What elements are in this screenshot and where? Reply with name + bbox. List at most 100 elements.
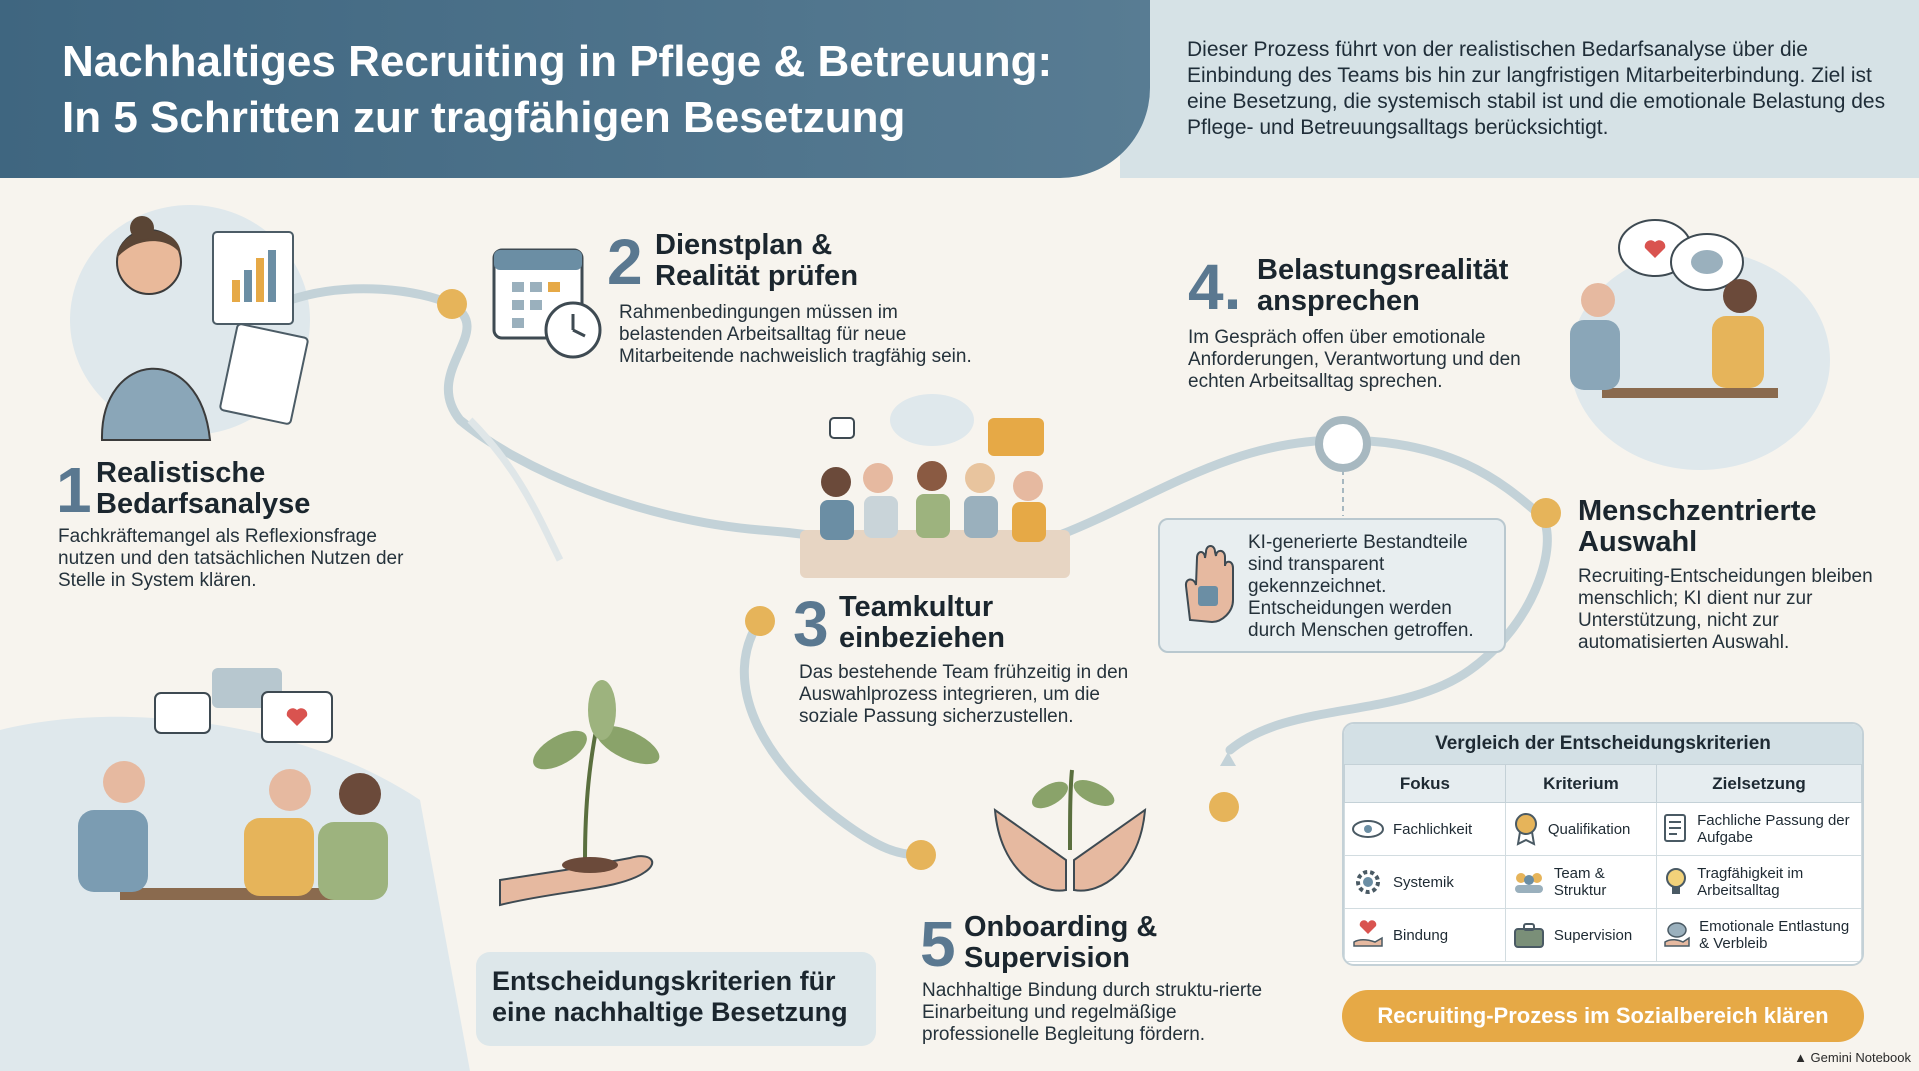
step-2-title: Dienstplan & Realität prüfen bbox=[655, 230, 858, 292]
node-dot-3 bbox=[745, 606, 775, 636]
document-icon bbox=[1664, 814, 1687, 842]
page-title: Nachhaltiges Recruiting in Pflege & Betr… bbox=[62, 34, 1122, 146]
step-2-description: Rahmenbedingungen müssen im belastenden … bbox=[619, 302, 972, 367]
step-4-title: Belastungsrealität ansprechen bbox=[1257, 255, 1508, 317]
step-4-title-line-2: ansprechen bbox=[1257, 285, 1420, 317]
criteria-grid: Fokus Kriterium Zielsetzung Fachlichkeit… bbox=[1344, 764, 1862, 962]
ai-note-text: KI-generierte Bestandteile sind transpar… bbox=[1248, 532, 1474, 641]
criteria-heading: Vergleich der Entscheidungskriterien bbox=[1344, 724, 1862, 764]
kriterium-value: Qualifikation bbox=[1547, 820, 1631, 838]
human-choice-title-line-1: Menschzentrierte bbox=[1578, 495, 1817, 527]
calendar-illustration bbox=[492, 248, 602, 359]
step-4-title-line-1: Belastungsrealität bbox=[1257, 254, 1509, 286]
brand-text: Gemini Notebook bbox=[1810, 1050, 1911, 1065]
brand-watermark: ▲ Gemini Notebook bbox=[1794, 1050, 1911, 1065]
title-line-1: Nachhaltiges Recruiting in Pflege & Betr… bbox=[62, 37, 1053, 86]
fokus-value: Bindung bbox=[1393, 926, 1449, 944]
table-cell: Tragfähigkeit im Arbeitsalltag bbox=[1656, 855, 1862, 909]
node-dot-criteria bbox=[1209, 792, 1239, 822]
step-3-description: Das bestehende Team frühzeitig in den Au… bbox=[799, 662, 1129, 727]
step-1-title-line-1: Realistische bbox=[96, 457, 266, 489]
step-1-title-line-2: Bedarfsanalyse bbox=[96, 488, 311, 520]
header-banner bbox=[0, 0, 1150, 178]
human-choice-description: Recruiting-Entscheidungen bleiben mensch… bbox=[1578, 566, 1873, 653]
ziel-value: Fachliche Passung der Aufgabe bbox=[1697, 812, 1850, 846]
ziel-value: Emotionale Entlastung & Verbleib bbox=[1699, 918, 1850, 952]
criteria-label-text: Entscheidungskriterien für eine nachhalt… bbox=[492, 966, 848, 1027]
ziel-value: Tragfähigkeit im Arbeitsalltag bbox=[1697, 865, 1804, 899]
step-3-title: Teamkultur einbeziehen bbox=[839, 592, 1005, 654]
table-cell: Fachliche Passung der Aufgabe bbox=[1656, 802, 1862, 856]
step-5-title: Onboarding & Supervision bbox=[964, 912, 1157, 974]
criteria-header-row: Fokus Kriterium Zielsetzung bbox=[1344, 764, 1862, 803]
col-header-zielsetzung: Zielsetzung bbox=[1656, 764, 1862, 803]
team-icon bbox=[1514, 873, 1543, 893]
col-header-kriterium: Kriterium bbox=[1504, 764, 1658, 803]
step-1-number: 1 bbox=[56, 454, 92, 526]
step-5-title-line-2: Supervision bbox=[964, 942, 1130, 974]
step-3-title-line-2: einbeziehen bbox=[839, 622, 1005, 654]
path-arrowhead bbox=[1220, 752, 1236, 766]
step-5-number: 5 bbox=[920, 908, 956, 980]
criteria-comparison-table: Vergleich der Entscheidungskriterien Fok… bbox=[1342, 722, 1864, 966]
title-line-2: In 5 Schritten zur tragfähigen Besetzung bbox=[62, 93, 906, 142]
step-1-title: Realistische Bedarfsanalyse bbox=[96, 458, 310, 520]
lightbulb-icon bbox=[1666, 868, 1687, 894]
node-dot-2 bbox=[437, 289, 467, 319]
plant-hand-illustration bbox=[499, 680, 660, 907]
seedling-hands-illustration bbox=[993, 769, 1147, 892]
recruiting-process-button[interactable]: Recruiting-Prozess im Sozialbereich klär… bbox=[1342, 990, 1864, 1042]
fokus-value: Systemik bbox=[1393, 873, 1454, 891]
bg-blob-2 bbox=[1570, 250, 1830, 470]
team-meeting-illustration bbox=[800, 394, 1070, 578]
node-ring-4 bbox=[1315, 416, 1371, 472]
table-cell: Bindung bbox=[1344, 908, 1506, 962]
step-3-title-line-1: Teamkultur bbox=[839, 591, 994, 623]
step-1-description: Fachkräftemangel als Reflexionsfrage nut… bbox=[58, 526, 404, 591]
header-right-panel bbox=[1120, 0, 1919, 178]
table-row: Systemik Team & Struktur Tragfähigkeit i… bbox=[1344, 855, 1862, 909]
table-cell: Systemik bbox=[1344, 855, 1506, 909]
table-row: Bindung Supervision Emotionale Entlastun… bbox=[1344, 908, 1862, 962]
node-dot-choice bbox=[1531, 498, 1561, 528]
path-segment-3 bbox=[739, 615, 925, 860]
fokus-value: Fachlichkeit bbox=[1393, 820, 1473, 838]
table-cell: Emotionale Entlastung & Verbleib bbox=[1656, 908, 1862, 962]
analyst-illustration bbox=[100, 216, 309, 441]
step-5-title-line-1: Onboarding & bbox=[964, 911, 1158, 943]
group-conversation-illustration bbox=[78, 668, 388, 900]
hand-chip-icon bbox=[1184, 545, 1234, 624]
kriterium-value: Team & Struktur bbox=[1553, 865, 1607, 899]
human-choice-title-line-2: Auswahl bbox=[1578, 526, 1698, 558]
briefcase-icon bbox=[1513, 923, 1544, 948]
step-5-description: Nachhaltige Bindung durch struktu-rierte… bbox=[922, 980, 1263, 1045]
step-1: 1 Realistische Bedarfsanalyse Fachkräfte… bbox=[56, 458, 416, 598]
eye-icon bbox=[1352, 820, 1384, 838]
intro-text: Dieser Prozess führt von der realistisch… bbox=[1187, 38, 1886, 139]
criteria-label-box: Entscheidungskriterien für eine nachhalt… bbox=[476, 952, 876, 1046]
step-2: 2 Dienstplan & Realität prüfen Rahmenbed… bbox=[607, 230, 1007, 380]
conversation-illustration bbox=[1570, 219, 1778, 398]
step-4-description: Im Gespräch offen über emotionale Anford… bbox=[1188, 327, 1521, 392]
brain-hand-icon bbox=[1664, 922, 1690, 947]
human-choice-block: Menschzentrierte Auswahl Recruiting-Ents… bbox=[1578, 496, 1898, 666]
node-dot-5 bbox=[906, 840, 936, 870]
table-row: Fachlichkeit Qualifikation Fachliche Pas… bbox=[1344, 802, 1862, 856]
step-2-number: 2 bbox=[607, 226, 643, 298]
step-4-number: 4. bbox=[1188, 251, 1242, 323]
col-header-fokus: Fokus bbox=[1344, 764, 1506, 803]
table-cell: Team & Struktur bbox=[1504, 855, 1658, 909]
notebook-logo-icon: ▲ bbox=[1794, 1050, 1811, 1065]
heart-hand-icon bbox=[1353, 920, 1383, 947]
table-cell: Supervision bbox=[1504, 908, 1658, 962]
table-cell: Fachlichkeit bbox=[1344, 802, 1506, 856]
human-choice-title: Menschzentrierte Auswahl bbox=[1578, 496, 1817, 558]
step-3: 3 Teamkultur einbeziehen Das bestehende … bbox=[793, 592, 1133, 752]
gear-icon bbox=[1356, 870, 1380, 894]
ai-transparency-note: KI-generierte Bestandteile sind transpar… bbox=[1158, 518, 1506, 653]
step-4: 4. Belastungsrealität ansprechen Im Gesp… bbox=[1188, 255, 1528, 405]
table-cell: Qualifikation bbox=[1504, 802, 1658, 856]
step-2-title-line-1: Dienstplan & bbox=[655, 229, 833, 261]
